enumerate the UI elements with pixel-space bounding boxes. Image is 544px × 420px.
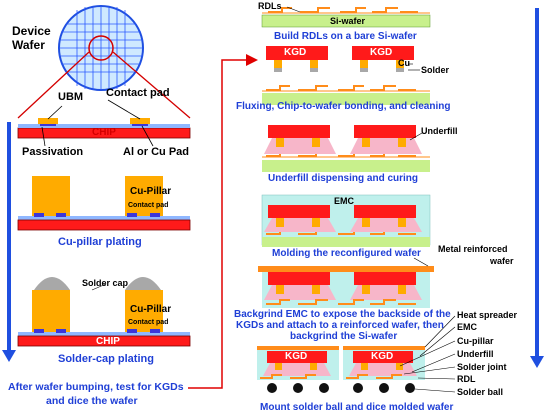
- caption-solder-cap: Solder-cap plating: [58, 353, 154, 365]
- caption-step-5-3: backgrind the Si-wafer: [290, 331, 398, 342]
- legend-emc: EMC: [457, 322, 477, 332]
- underfill-label: Underfill: [421, 126, 458, 136]
- chip-section-3: [17, 277, 191, 347]
- right-flow-arrow: [530, 8, 544, 368]
- emc-label: EMC: [334, 196, 354, 206]
- step-3-underfill: [262, 125, 430, 172]
- step-4-molding: [261, 194, 431, 247]
- device-wafer-label: Device Wafer: [12, 24, 51, 52]
- chip-section-1: [17, 99, 191, 147]
- legend-solder-joint: Solder joint: [457, 362, 507, 372]
- caption-step-3: Underfill dispensing and curing: [268, 173, 419, 184]
- chip-label-1: CHIP: [92, 127, 116, 138]
- metal-wafer-label-1: Metal reinforced: [438, 244, 508, 254]
- contact-pad-small-2: Contact pad: [128, 319, 169, 326]
- caption-bump-test-2: and dice the wafer: [46, 395, 138, 407]
- step-2-bonding: [262, 46, 430, 105]
- kgd-a-label: KGD: [284, 47, 307, 58]
- caption-step-6: Mount solder ball and dice molded wafer: [260, 402, 454, 413]
- chip-section-2: [17, 176, 191, 231]
- kgd-d-label: KGD: [371, 351, 394, 362]
- zoom-line-left: [17, 51, 90, 119]
- contact-pad-label: Contact pad: [106, 87, 170, 99]
- legend-solder-ball: Solder ball: [457, 387, 504, 397]
- cu-pillar-label-2: Cu-Pillar: [130, 304, 172, 315]
- caption-cu-pillar: Cu-pillar plating: [58, 236, 142, 248]
- rdls-label: RDLs: [258, 1, 282, 11]
- legend-rdl: RDL: [457, 374, 476, 384]
- cu-label: Cu: [398, 58, 410, 68]
- left-flow-arrow: [2, 122, 16, 362]
- chip-label-2: CHIP: [96, 336, 120, 347]
- cu-pillar-label-1: Cu-Pillar: [130, 186, 172, 197]
- zoom-line-right: [112, 51, 191, 119]
- caption-step-4: Molding the reconfigured wafer: [272, 248, 421, 259]
- solder-cap-label: Solder cap: [82, 278, 129, 288]
- legend-underfill: Underfill: [457, 349, 494, 359]
- step-1-si-wafer: [261, 6, 431, 28]
- legend-cu-pillar: Cu-pillar: [457, 336, 494, 346]
- kgd-c-label: KGD: [285, 351, 308, 362]
- passivation-label: Passivation: [22, 146, 84, 158]
- solder-label: Solder: [421, 65, 450, 75]
- contact-pad-small-1: Contact pad: [128, 202, 169, 209]
- caption-step-2: Fluxing, Chip-to-wafer bonding, and clea…: [236, 101, 451, 112]
- connector-arrow: [188, 54, 258, 389]
- step-5-backgrind: [258, 257, 434, 308]
- caption-step-1: Build RDLs on a bare Si-wafer: [274, 31, 417, 42]
- ubm-label: UBM: [58, 91, 84, 103]
- si-wafer-label: Si-wafer: [330, 16, 366, 26]
- device-wafer: [58, 5, 144, 91]
- kgd-b-label: KGD: [370, 47, 393, 58]
- caption-step-5-1: Backgrind EMC to expose the backside of …: [234, 309, 451, 320]
- step-6-packages: [257, 315, 456, 393]
- caption-step-5-2: KGDs and attach to a reinforced wafer, t…: [236, 320, 444, 331]
- legend-heat-spreader: Heat spreader: [457, 310, 518, 320]
- al-cu-pad-label: Al or Cu Pad: [123, 146, 190, 158]
- metal-wafer-label-2: wafer: [490, 256, 514, 266]
- caption-bump-test-1: After wafer bumping, test for KGDs: [8, 381, 184, 393]
